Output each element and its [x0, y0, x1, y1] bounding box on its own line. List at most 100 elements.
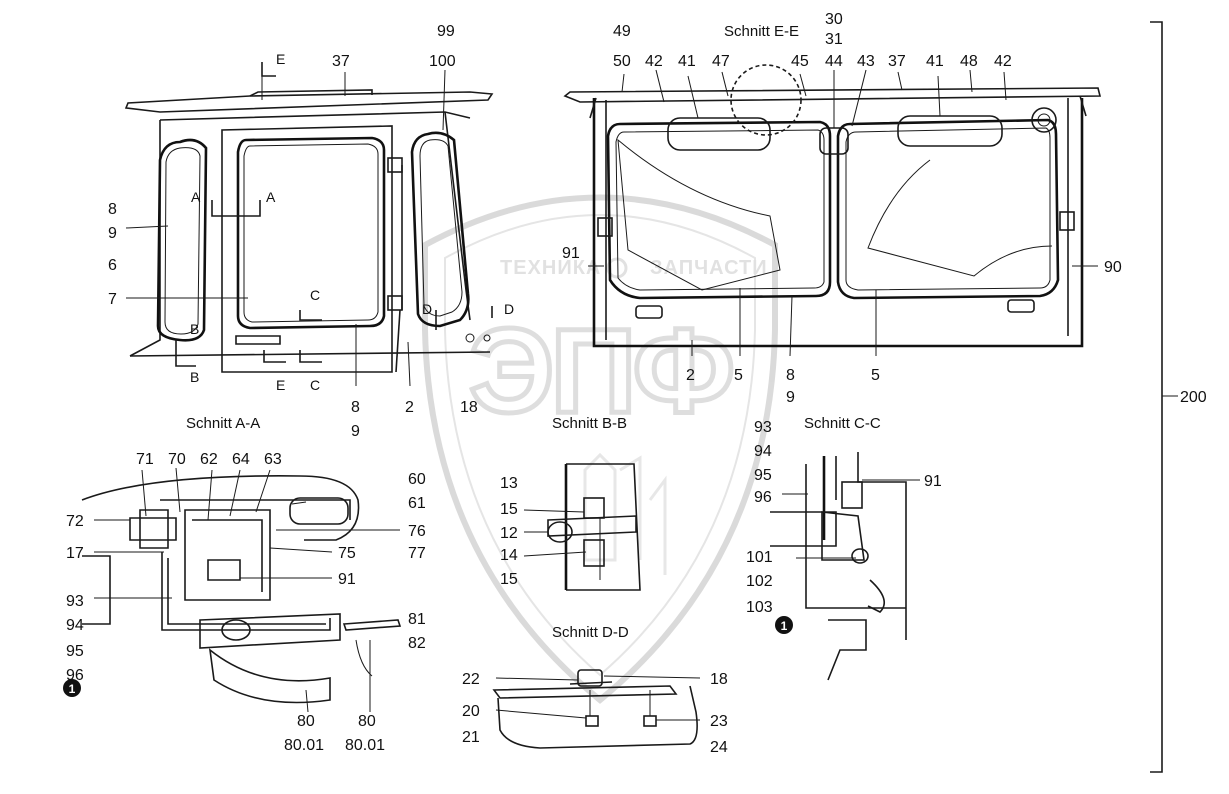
part-label: 94 — [754, 443, 772, 460]
part-label: 81 — [408, 611, 426, 628]
section-c-c-drawing — [770, 452, 920, 681]
part-label: 20 — [462, 703, 480, 720]
watermark-logo: ЭПФ — [469, 304, 732, 438]
part-label: 76 — [408, 523, 426, 540]
part-label: 102 — [746, 573, 773, 590]
marker-d-left: D — [422, 301, 432, 317]
part-label: 43 — [857, 53, 875, 70]
part-label: 8 — [108, 201, 117, 218]
section-title-a-a: Schnitt A-A — [186, 415, 260, 432]
part-label: 95 — [66, 643, 84, 660]
part-label: 80 — [358, 713, 376, 730]
part-label: 82 — [408, 635, 426, 652]
part-label: 14 — [500, 547, 518, 564]
section-d-d-drawing — [492, 669, 701, 749]
part-label: 18 — [710, 671, 728, 688]
part-label: 63 — [264, 451, 282, 468]
part-label: 5 — [871, 367, 880, 384]
part-label: 94 — [66, 617, 84, 634]
watermark-brand-right: ЗАПЧАСТИ — [650, 257, 768, 279]
part-label: 9 — [351, 423, 360, 440]
part-label: 13 — [500, 475, 518, 492]
part-label: 42 — [645, 53, 663, 70]
part-label: 60 — [408, 471, 426, 488]
part-label: 15 — [500, 571, 518, 588]
part-label: 17 — [66, 545, 84, 562]
part-label: 47 — [712, 53, 730, 70]
part-label: 93 — [754, 419, 772, 436]
assembly-bracket — [1150, 21, 1163, 773]
watermark-brand-left: ТЕХНИКА — [500, 257, 601, 279]
part-label: 23 — [710, 713, 728, 730]
part-label: 101 — [746, 549, 773, 566]
rear-view — [563, 64, 1102, 357]
note-marker-a: 1 — [63, 679, 81, 697]
marker-b-bottom: B — [190, 369, 199, 385]
marker-a-right: A — [266, 189, 276, 205]
part-label: 9 — [108, 225, 117, 242]
part-label: 22 — [462, 671, 480, 688]
part-label: 80.01 — [345, 737, 385, 754]
part-label: 77 — [408, 545, 426, 562]
part-label: 96 — [66, 667, 84, 684]
part-label: 12 — [500, 525, 518, 542]
marker-a-left: A — [191, 189, 201, 205]
part-label: 18 — [460, 399, 478, 416]
part-label: 6 — [108, 257, 117, 274]
part-label: 96 — [754, 489, 772, 506]
part-label: 37 — [332, 53, 350, 70]
part-label: 80.01 — [284, 737, 324, 754]
part-label: 61 — [408, 495, 426, 512]
marker-c-top: C — [310, 287, 320, 303]
part-label: 21 — [462, 729, 480, 746]
svg-text:1: 1 — [69, 682, 76, 696]
part-label: 42 — [994, 53, 1012, 70]
part-label: 72 — [66, 513, 84, 530]
part-label: 91 — [338, 571, 356, 588]
part-label: 49 — [613, 23, 631, 40]
part-label: 70 — [168, 451, 186, 468]
section-b-b-drawing — [523, 463, 641, 591]
part-label: 44 — [825, 53, 843, 70]
part-label: 100 — [429, 53, 456, 70]
part-label: 45 — [791, 53, 809, 70]
part-label: 50 — [613, 53, 631, 70]
marker-c-bottom: C — [310, 377, 320, 393]
part-label: 30 — [825, 11, 843, 28]
section-a-a-drawing — [81, 467, 402, 713]
marker-e-bottom: E — [276, 377, 285, 393]
part-label: 7 — [108, 291, 117, 308]
part-label: 2 — [686, 367, 695, 384]
part-label: 41 — [678, 53, 696, 70]
part-label: 71 — [136, 451, 154, 468]
part-label: 8 — [351, 399, 360, 416]
marker-e-top: E — [276, 51, 285, 67]
section-title-e-e: Schnitt E-E — [724, 23, 799, 40]
part-label: 75 — [338, 545, 356, 562]
part-label: 31 — [825, 31, 843, 48]
watermark: ТЕХНИКА ЗАПЧАСТИ ЭПФ — [422, 194, 778, 704]
part-label: 90 — [1104, 259, 1122, 276]
part-label: 62 — [200, 451, 218, 468]
part-label: 8 — [786, 367, 795, 384]
part-label: 103 — [746, 599, 773, 616]
part-label: 95 — [754, 467, 772, 484]
assembly-number: 200 — [1180, 389, 1207, 406]
part-label: 5 — [734, 367, 743, 384]
part-label: 91 — [924, 473, 942, 490]
svg-text:1: 1 — [781, 619, 788, 633]
part-label: 93 — [66, 593, 84, 610]
part-label: 24 — [710, 739, 728, 756]
gear-icon — [606, 257, 628, 279]
part-label: 99 — [437, 23, 455, 40]
note-marker-c: 1 — [775, 616, 793, 634]
section-title-b-b: Schnitt B-B — [552, 415, 627, 432]
part-label: 91 — [562, 245, 580, 262]
part-label: 64 — [232, 451, 250, 468]
part-label: 41 — [926, 53, 944, 70]
part-label: 9 — [786, 389, 795, 406]
marker-d-right: D — [504, 301, 514, 317]
side-view — [124, 62, 494, 387]
marker-b-top: B — [190, 321, 199, 337]
